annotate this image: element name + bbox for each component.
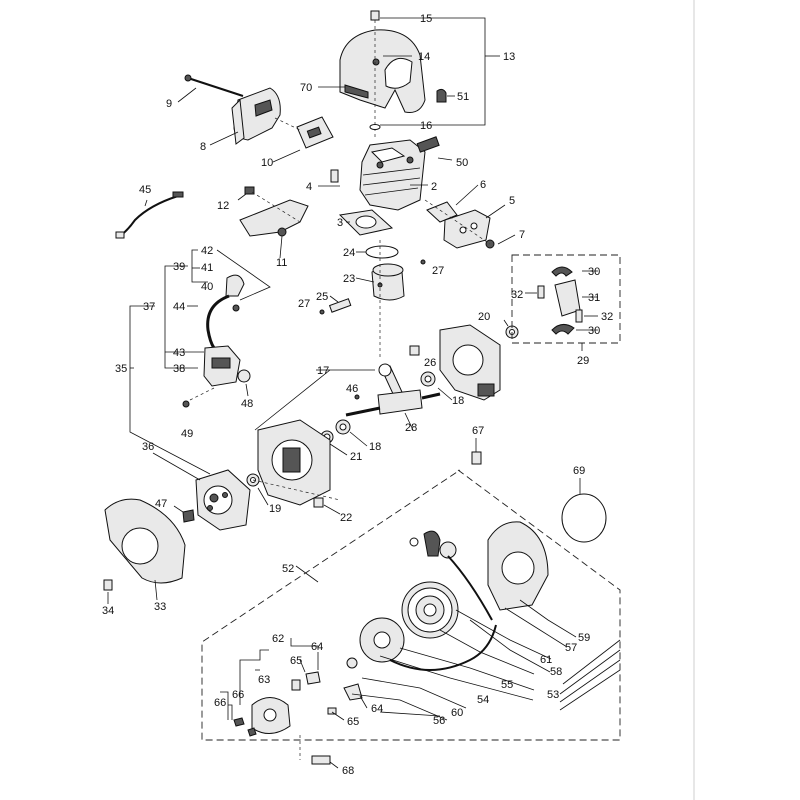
part-label: 2 (431, 181, 437, 193)
part-label: 44 (173, 301, 185, 313)
starter-group-box (201, 469, 621, 741)
part-label: 58 (550, 666, 562, 678)
part-label: 53 (547, 689, 559, 701)
intake-assembly (424, 199, 495, 249)
part-label: 32 (511, 289, 523, 301)
part-label: 7 (519, 229, 525, 241)
part-label: 28 (405, 422, 417, 434)
part-label: 40 (201, 281, 213, 293)
part-label: 31 (588, 292, 600, 304)
part-label: 45 (139, 184, 151, 196)
part-label: 20 (478, 311, 490, 323)
part-label: 56 (433, 715, 445, 727)
ignition-coil-assembly (182, 274, 251, 408)
part-label: 57 (565, 642, 577, 654)
part-label: 61 (540, 654, 552, 666)
part-label: 47 (155, 498, 167, 510)
ignition-wire-and-shield (115, 186, 309, 239)
cap-69 (561, 493, 607, 543)
part-label: 52 (282, 563, 294, 575)
part-label: 19 (269, 503, 281, 515)
recoil-starter-assembly (233, 521, 549, 765)
part-label: 66 (232, 689, 244, 701)
part-label: 39 (173, 261, 185, 273)
part-label: 37 (143, 301, 155, 313)
part-label: 60 (451, 707, 463, 719)
part-label: 12 (217, 200, 229, 212)
part-label: 32 (601, 311, 613, 323)
piston-assembly (319, 240, 426, 360)
part-label: 54 (477, 694, 489, 706)
part-label: 64 (311, 641, 323, 653)
part-label: 66 (214, 697, 226, 709)
cylinder-cover-assembly (339, 10, 447, 140)
part-label: 63 (258, 674, 270, 686)
part-label: 6 (480, 179, 486, 191)
part-label: 8 (200, 141, 206, 153)
part-label: 69 (573, 465, 585, 477)
part-label: 34 (102, 605, 114, 617)
part-label: 11 (276, 257, 287, 269)
part-label: 70 (300, 82, 312, 94)
flywheel-assembly (103, 469, 324, 591)
valve-assembly (537, 266, 583, 335)
bolt-67 (471, 451, 482, 465)
part-label: 17 (317, 365, 329, 377)
part-label: 30 (588, 266, 600, 278)
part-label: 23 (343, 273, 355, 285)
crankcase-assembly (257, 324, 501, 506)
part-label: 13 (503, 51, 515, 63)
valve-group-box (511, 254, 621, 344)
part-labels: 15 14 13 70 51 16 9 8 10 50 4 2 6 5 12 7… (102, 13, 613, 777)
part-label: 22 (340, 512, 352, 524)
part-label: 3 (337, 217, 343, 229)
part-label: 14 (418, 51, 430, 63)
part-label: 15 (420, 13, 432, 25)
part-label: 38 (173, 363, 185, 375)
part-label: 10 (261, 157, 273, 169)
part-label: 41 (201, 262, 213, 274)
part-label: 50 (456, 157, 468, 169)
part-label: 18 (452, 395, 464, 407)
part-label: 43 (173, 347, 185, 359)
part-label: 36 (142, 441, 154, 453)
part-label: 59 (578, 632, 590, 644)
part-label: 4 (306, 181, 312, 193)
part-label: 51 (457, 91, 469, 103)
part-label: 55 (501, 679, 513, 691)
part-label: 30 (588, 325, 600, 337)
part-label: 16 (420, 120, 432, 132)
part-label: 5 (509, 195, 515, 207)
part-label: 24 (343, 247, 355, 259)
part-label: 35 (115, 363, 127, 375)
cylinder-assembly (330, 136, 440, 236)
part-label: 42 (201, 245, 213, 257)
part-label: 46 (346, 383, 358, 395)
part-label: 64 (371, 703, 383, 715)
part-label: 27 (432, 265, 444, 277)
part-label: 25 (316, 291, 328, 303)
part-label: 67 (472, 425, 484, 437)
part-label: 65 (290, 655, 302, 667)
part-label: 27 (298, 298, 310, 310)
part-label: 21 (350, 451, 362, 463)
part-label: 9 (166, 98, 172, 110)
part-label: 29 (577, 355, 589, 367)
bracket-13 (380, 17, 486, 126)
part-label: 65 (347, 716, 359, 728)
part-label: 48 (241, 398, 253, 410)
part-label: 26 (424, 357, 436, 369)
crankshaft-assembly (320, 325, 519, 444)
part-label: 68 (342, 765, 354, 777)
part-label: 33 (154, 601, 166, 613)
part-label: 18 (369, 441, 381, 453)
part-label: 49 (181, 428, 193, 440)
part-label: 62 (272, 633, 284, 645)
